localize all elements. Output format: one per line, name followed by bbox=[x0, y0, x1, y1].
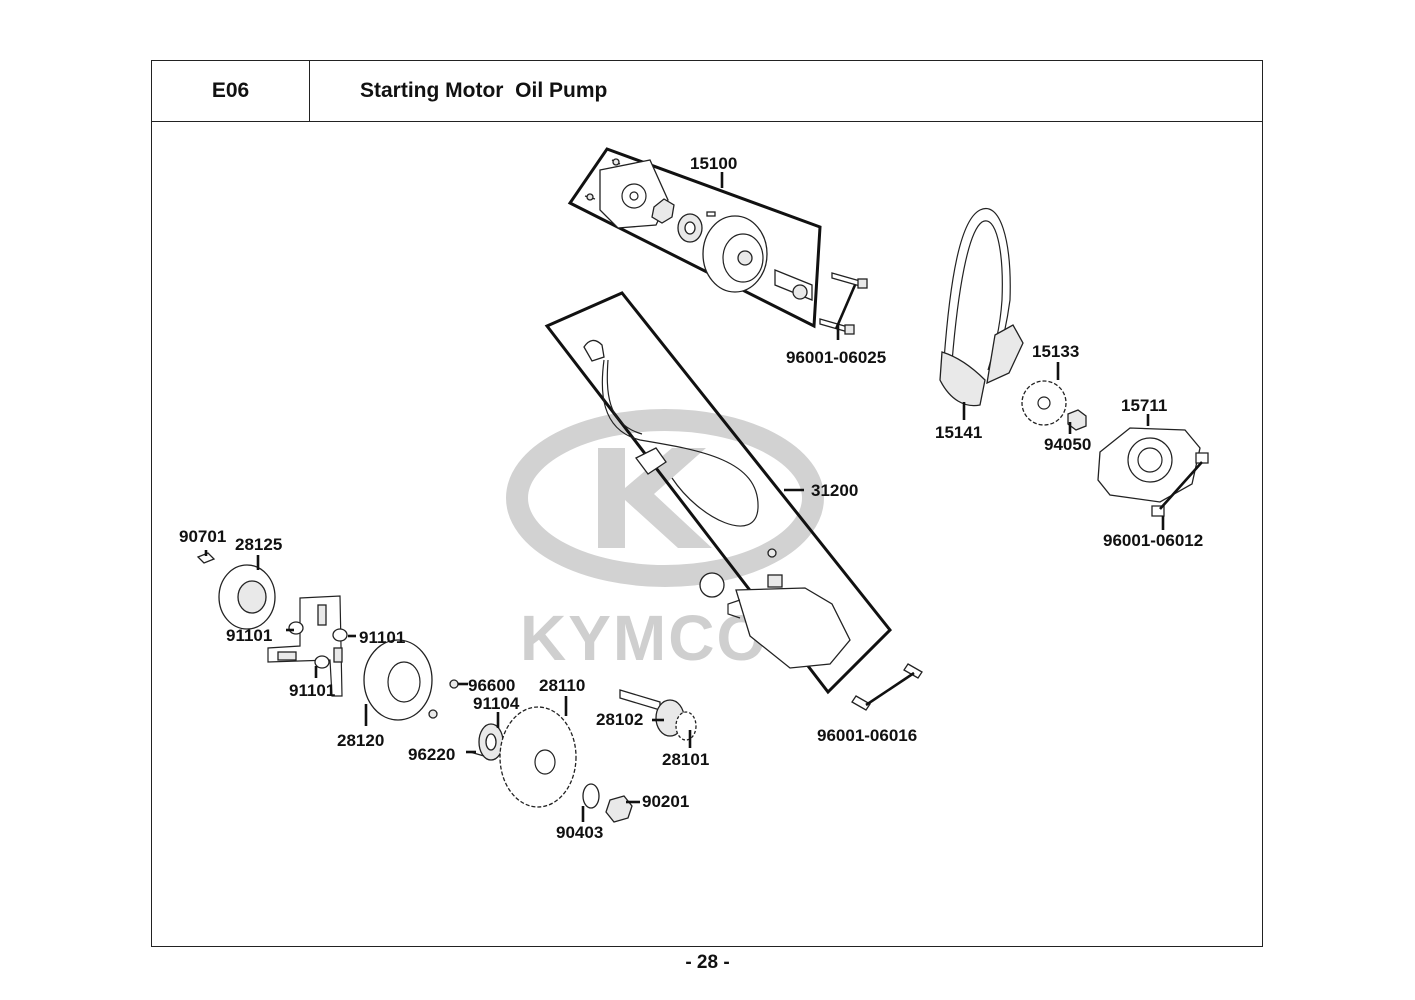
label-90403: 90403 bbox=[556, 823, 603, 842]
label-96600: 96600 bbox=[468, 676, 515, 695]
oil-pump-assembly bbox=[567, 147, 822, 329]
label-96001-06025: 96001-06025 bbox=[786, 348, 886, 367]
leader-lines bbox=[204, 172, 1165, 822]
bolts-96001-06016 bbox=[851, 663, 923, 711]
page-title: Starting Motor Oil Pump bbox=[309, 60, 1263, 122]
starter-motor-assembly bbox=[544, 291, 893, 695]
starter-clutch-assembly bbox=[196, 552, 697, 823]
section-code: E06 bbox=[151, 60, 310, 122]
label-91101-left: 91101 bbox=[226, 626, 272, 645]
label-28110: 28110 bbox=[539, 676, 585, 695]
label-96001-06016: 96001-06016 bbox=[817, 726, 917, 745]
label-15711: 15711 bbox=[1121, 396, 1167, 415]
part-labels: 15100 96001-06025 31200 15133 15141 1571… bbox=[179, 154, 1203, 842]
label-28125: 28125 bbox=[235, 535, 282, 554]
watermark-text: KYMCO bbox=[520, 602, 768, 674]
label-91101-lower: 91101 bbox=[289, 681, 335, 700]
label-91104: 91104 bbox=[473, 694, 520, 713]
bolts-96001-06025 bbox=[819, 272, 868, 335]
label-28102: 28102 bbox=[596, 710, 643, 729]
label-90701: 90701 bbox=[179, 527, 226, 546]
page-number: - 28 - bbox=[685, 952, 730, 973]
label-28101: 28101 bbox=[662, 750, 709, 769]
label-15133: 15133 bbox=[1032, 342, 1079, 361]
label-15100: 15100 bbox=[690, 154, 737, 173]
label-15141: 15141 bbox=[935, 423, 982, 442]
label-31200: 31200 bbox=[811, 481, 858, 500]
label-96001-06012: 96001-06012 bbox=[1103, 531, 1203, 550]
cam-chain-assembly bbox=[939, 207, 1209, 517]
label-90201: 90201 bbox=[642, 792, 689, 811]
label-28120: 28120 bbox=[337, 731, 384, 750]
label-94050: 94050 bbox=[1044, 435, 1091, 454]
kymco-watermark: KYMCO bbox=[506, 409, 824, 674]
label-91101-right: 91101 bbox=[359, 628, 405, 647]
label-96220: 96220 bbox=[408, 745, 455, 764]
